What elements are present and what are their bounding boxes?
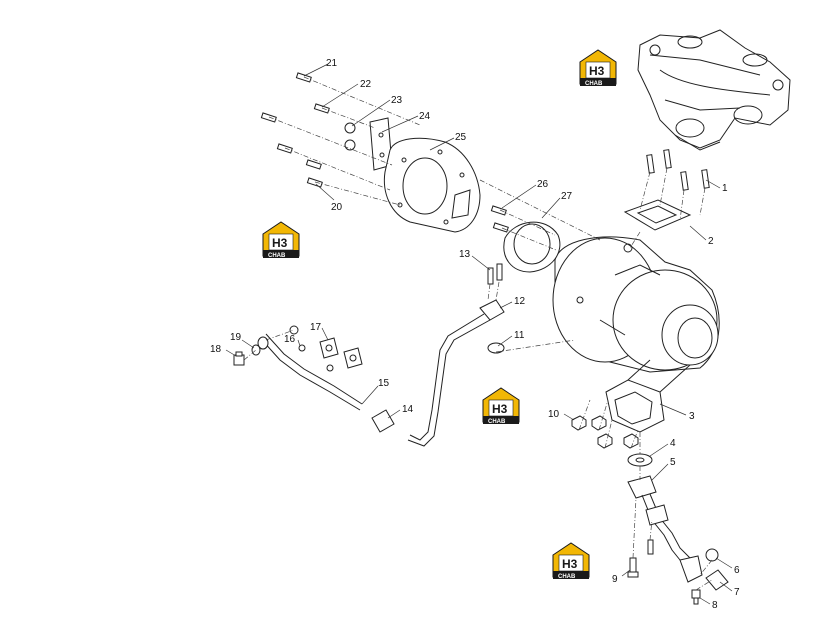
callout-18: 18 [210,344,222,355]
washer-19 [251,344,261,356]
exhaust-manifold [637,29,791,151]
svg-text:CHAB: CHAB [585,81,603,87]
studs [646,149,710,191]
nuts-23 [344,122,356,151]
turbocharger [552,236,720,433]
oil-feed-line [257,333,363,411]
cover-plate [705,569,729,591]
bolt-9 [627,539,654,578]
svg-text:CHAB: CHAB [488,419,506,425]
callout-10: 10 [548,409,560,420]
callout-17: 17 [310,322,322,333]
o-ring [705,548,719,562]
callout-8: 8 [712,600,718,611]
callout-20: 20 [331,202,343,213]
oil-supply-pipe [407,299,505,447]
svg-text:CHAB: CHAB [558,574,576,580]
callout-21: 21 [326,58,338,69]
callout-6: 6 [734,565,740,576]
callout-9: 9 [612,574,618,585]
callout-15: 15 [378,378,390,389]
callout-11: 11 [514,330,525,341]
callout-22: 22 [360,79,372,90]
gasket-27 [503,221,561,273]
callout-23: 23 [391,95,403,106]
bolt-8 [691,589,701,605]
callout-2: 2 [708,236,714,247]
callout-3: 3 [689,411,695,422]
callout-4: 4 [670,438,676,449]
bolts-13 [487,263,503,285]
svg-text:H3: H3 [272,236,288,250]
callout-19: 19 [230,332,242,343]
bolts-26 [490,205,509,233]
gasket-11 [487,342,505,354]
bolts-21-22 [260,72,330,188]
callout-25: 25 [455,132,467,143]
banjo-bolt-18 [233,351,245,366]
turbo-flange-gasket [623,199,692,231]
fitting-14 [371,409,395,433]
callout-13: 13 [459,249,471,260]
callout-12: 12 [514,296,526,307]
callout-7: 7 [734,587,740,598]
leader-lines [225,63,733,605]
bracket-plate-25 [383,137,481,233]
oil-drain-pipe [627,475,703,583]
brand-logo-1: H3 CHAB [579,49,617,87]
drain-gasket [627,453,653,467]
brand-logo-4: H3 CHAB [552,542,590,580]
callout-27: 27 [561,191,573,202]
callout-26: 26 [537,179,549,190]
callout-14: 14 [402,404,414,415]
clips-17 [319,337,363,369]
callout-24: 24 [419,111,431,122]
assembly-lines [243,76,713,591]
callout-5: 5 [670,457,676,468]
svg-text:CHAB: CHAB [268,253,286,259]
bolts-16 [289,325,334,372]
callout-1: 1 [722,183,728,194]
brand-logo-3: H3 CHAB [482,387,520,425]
callout-16: 16 [284,334,296,345]
svg-text:H3: H3 [492,402,508,416]
svg-text:H3: H3 [562,557,578,571]
brand-logo-2: H3 CHAB [262,221,300,259]
svg-text:H3: H3 [589,64,605,78]
callout-labels: 21 22 23 24 25 26 27 20 1 2 3 4 5 6 7 8 … [210,58,740,611]
